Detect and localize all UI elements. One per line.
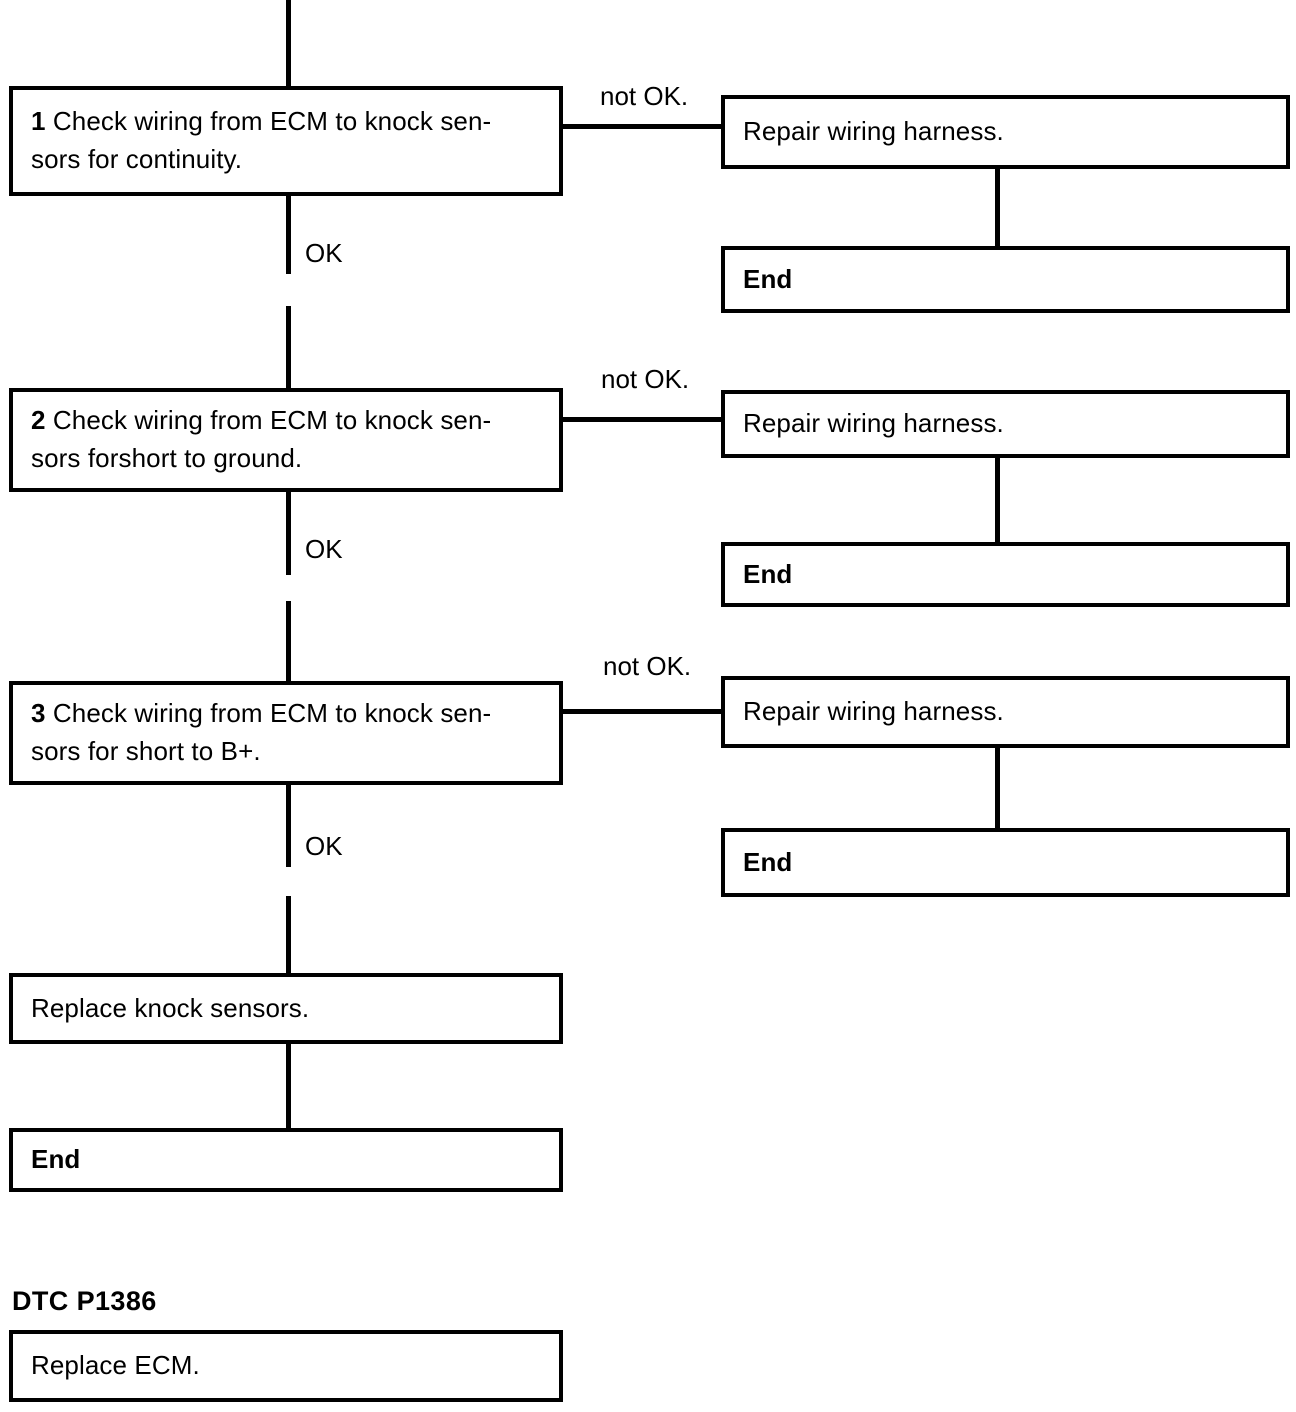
replace-knock-sensors-box[interactable]: Replace knock sensors.: [9, 973, 563, 1044]
step-3-repair-box[interactable]: Repair wiring harness.: [721, 676, 1290, 748]
replace-ecm-text: Replace ECM.: [31, 1350, 200, 1381]
step-3-end-box[interactable]: End: [721, 828, 1290, 897]
step-2-end-text: End: [743, 558, 793, 589]
step-2-text: 2 Check wiring from ECM to knock sen- so…: [13, 402, 559, 477]
step-2-repair-text: Repair wiring harness.: [743, 408, 1004, 439]
step-2-box[interactable]: 2 Check wiring from ECM to knock sen- so…: [9, 388, 563, 492]
step-1-repair-box[interactable]: Repair wiring harness.: [721, 95, 1290, 169]
step-1-text: 1 Check wiring from ECM to knock sen- so…: [13, 103, 559, 178]
step-2-body: Check wiring from ECM to knock sen- sors…: [31, 405, 492, 473]
step-2-number: 2: [31, 405, 53, 436]
step-3-box[interactable]: 3 Check wiring from ECM to knock sen- so…: [9, 681, 563, 785]
step-1-box[interactable]: 1 Check wiring from ECM to knock sen- so…: [9, 86, 563, 196]
step-2-not-ok-connector: [563, 417, 723, 422]
step-1-not-ok-label: not OK.: [600, 81, 689, 111]
step-1-ok-connector-lower: [286, 306, 291, 388]
step-1-repair-text: Repair wiring harness.: [743, 116, 1004, 147]
step-1-number: 1: [31, 106, 53, 137]
step-2-not-ok-label: not OK.: [601, 364, 690, 394]
step-2-ok-label: OK: [305, 534, 343, 564]
step-3-ok-connector-upper: [286, 785, 291, 867]
final-end-text: End: [31, 1144, 81, 1175]
replace-knock-sensors-text: Replace knock sensors.: [31, 992, 310, 1023]
step-2-ok-connector-upper: [286, 492, 291, 575]
step-3-end-text: End: [743, 846, 793, 877]
step-3-not-ok-label: not OK.: [603, 651, 692, 681]
step-2-repair-box[interactable]: Repair wiring harness.: [721, 390, 1290, 458]
step-3-repair-text: Repair wiring harness.: [743, 696, 1004, 727]
dtc-section-heading: DTC P1386: [12, 1286, 157, 1316]
step-3-number: 3: [31, 698, 53, 729]
step-1-ok-label: OK: [305, 238, 343, 268]
step-2-end-box[interactable]: End: [721, 542, 1290, 607]
step-1-body: Check wiring from ECM to knock sen- sors…: [31, 106, 492, 174]
replace-ecm-box[interactable]: Replace ECM.: [9, 1330, 563, 1402]
step-3-text: 3 Check wiring from ECM to knock sen- so…: [13, 695, 559, 770]
step-3-body: Check wiring from ECM to knock sen- sors…: [31, 698, 492, 766]
step-3-repair-to-end-connector: [995, 748, 1000, 828]
step-3-ok-connector-lower: [286, 896, 291, 973]
step-1-end-text: End: [743, 263, 793, 294]
step-1-not-ok-connector: [563, 124, 723, 129]
step-1-end-box[interactable]: End: [721, 246, 1290, 313]
step-2-ok-connector-lower: [286, 601, 291, 681]
step-3-ok-label: OK: [305, 831, 343, 861]
step-1-ok-connector-upper: [286, 196, 291, 274]
step-3-not-ok-connector: [563, 709, 723, 714]
final-action-to-end-connector: [286, 1044, 291, 1128]
final-end-box[interactable]: End: [9, 1128, 563, 1192]
step-1-repair-to-end-connector: [995, 169, 1000, 247]
step-2-repair-to-end-connector: [995, 458, 1000, 544]
entry-connector-line: [286, 0, 291, 88]
